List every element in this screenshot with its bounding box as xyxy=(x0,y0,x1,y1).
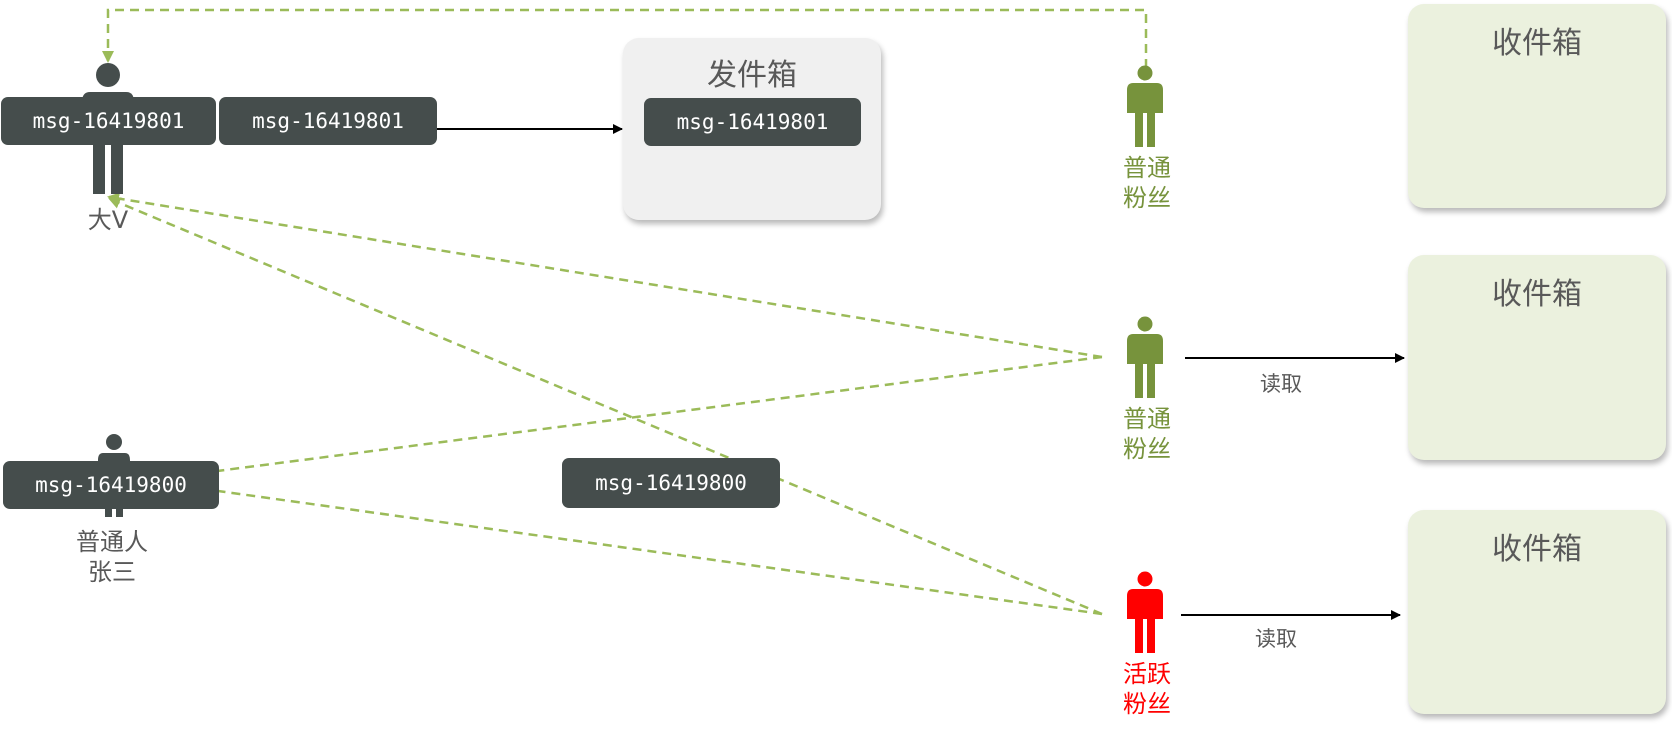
inbox-1: 收件箱 xyxy=(1408,4,1666,208)
active-follower-person-icon xyxy=(1127,571,1163,653)
follower-2-label: 普通 粉丝 xyxy=(1107,404,1187,464)
outbox-title: 发件箱 xyxy=(707,58,797,93)
inbox-title: 收件箱 xyxy=(1492,277,1582,312)
follower-2-person-icon xyxy=(1127,316,1163,398)
active-follower-to-bigv-dashed-arrow xyxy=(108,197,1103,616)
active-follower-label-line1: 活跃 xyxy=(1123,660,1171,688)
inbox-3: 收件箱 xyxy=(1408,510,1666,714)
inbox-title: 收件箱 xyxy=(1492,26,1582,61)
active-follower-to-normal-person-dashed-line xyxy=(217,489,1103,616)
active-follower-label: 活跃 粉丝 xyxy=(1107,659,1187,719)
normal-person-label-line2: 张三 xyxy=(88,558,136,586)
follower-2-label-line1: 普通 xyxy=(1123,405,1171,433)
bigv-message-1: msg-16419801 xyxy=(1,97,216,145)
follower-1-label-line1: 普通 xyxy=(1123,154,1171,182)
inbox-2: 收件箱 xyxy=(1408,255,1666,460)
follower-1-label-line2: 粉丝 xyxy=(1123,184,1171,212)
follower-1-label: 普通 粉丝 xyxy=(1107,153,1187,213)
outbox-message: msg-16419801 xyxy=(644,98,861,146)
follower-2-label-line2: 粉丝 xyxy=(1123,435,1171,463)
read-label-active-follower: 读取 xyxy=(1255,627,1297,651)
follower2-to-bigv-dashed-arrow xyxy=(107,192,1103,359)
follower-1-person-icon xyxy=(1127,65,1163,147)
follow-bigv-dashed-arrow xyxy=(102,8,1148,68)
floating-message: msg-16419800 xyxy=(562,458,780,508)
normal-person-label: 普通人 张三 xyxy=(62,527,162,587)
normal-person-label-line1: 普通人 xyxy=(76,528,148,556)
bigv-label: 大V xyxy=(87,206,129,234)
read-label-follower-2: 读取 xyxy=(1260,372,1302,396)
normal-person-message: msg-16419800 xyxy=(3,461,219,509)
bigv-message-2: msg-16419801 xyxy=(219,97,437,145)
active-follower-label-line2: 粉丝 xyxy=(1123,690,1171,718)
inbox-title: 收件箱 xyxy=(1492,532,1582,567)
